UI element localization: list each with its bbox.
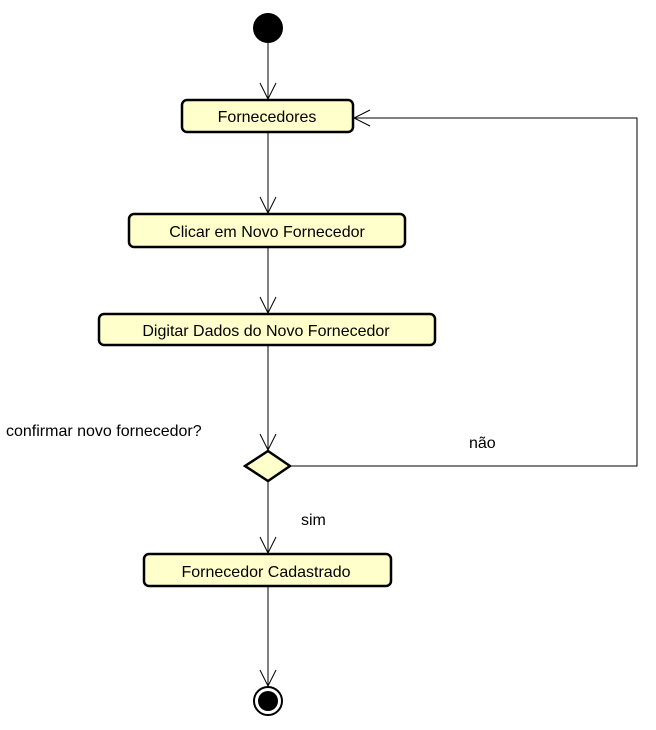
- action-fornecedor-cadastrado[interactable]: Fornecedor Cadastrado: [142, 552, 393, 588]
- edge-digitar-to-decision: [259, 345, 277, 452]
- edge-initial-to-fornecedores: [259, 43, 277, 101]
- decision-node[interactable]: [242, 449, 293, 483]
- decision-question-label: confirmar novo fornecedor?: [6, 423, 202, 440]
- edge-cadastrado-to-final: [259, 586, 277, 688]
- edge-decision-yes: [259, 481, 277, 555]
- action-digitar-dados-label: Digitar Dados do Novo Fornecedor: [142, 323, 390, 340]
- action-fornecedores-label: Fornecedores: [218, 109, 317, 126]
- initial-node: [253, 13, 283, 43]
- edge-fornecedores-to-clicar: [259, 132, 277, 215]
- action-clicar-novo-fornecedor[interactable]: Clicar em Novo Fornecedor: [127, 212, 407, 249]
- decision-no-label: não: [469, 435, 496, 452]
- decision-yes-label: sim: [301, 512, 326, 529]
- action-fornecedores[interactable]: Fornecedores: [180, 98, 355, 134]
- action-fornecedor-cadastrado-label: Fornecedor Cadastrado: [182, 564, 351, 581]
- final-node: [253, 686, 283, 716]
- action-clicar-novo-fornecedor-label: Clicar em Novo Fornecedor: [169, 224, 365, 241]
- edge-decision-no-loop: [290, 109, 638, 467]
- edge-clicar-to-digitar: [259, 247, 277, 315]
- action-digitar-dados[interactable]: Digitar Dados do Novo Fornecedor: [97, 312, 437, 347]
